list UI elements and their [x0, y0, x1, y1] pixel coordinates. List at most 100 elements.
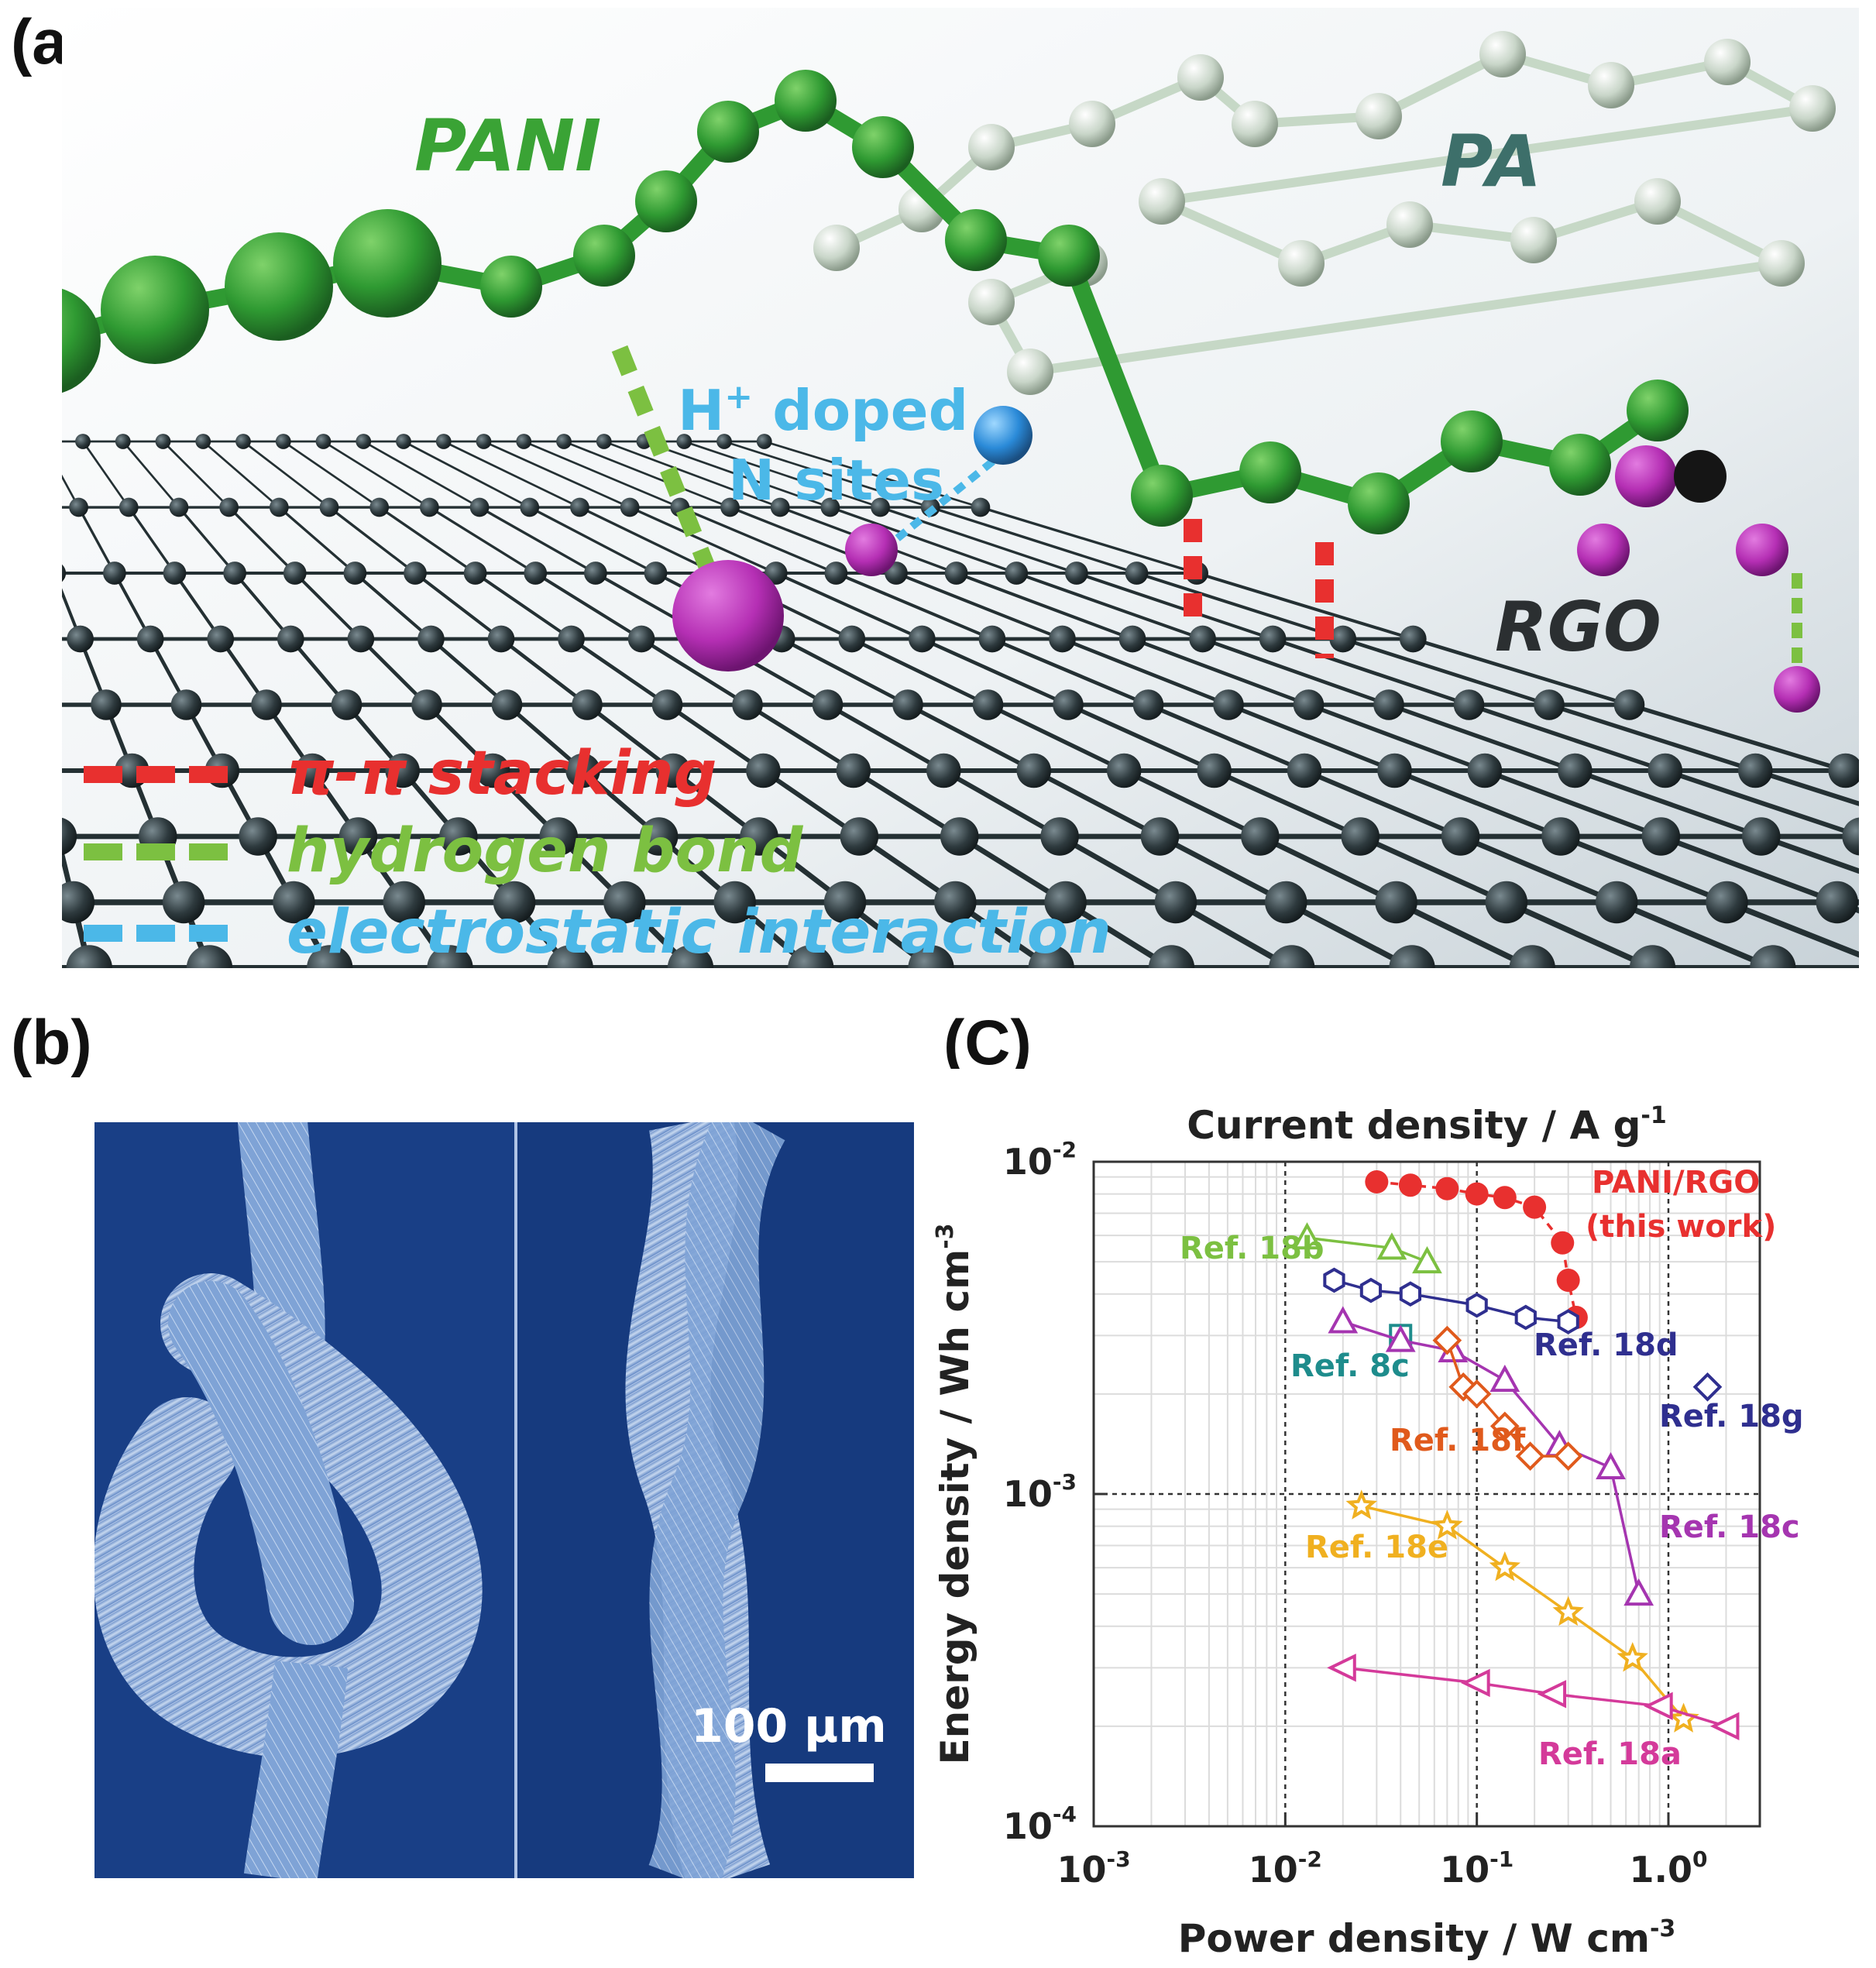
carbon-atom	[1558, 753, 1593, 788]
rgo-bond	[1201, 637, 1390, 707]
x-tick-label: 10-2	[1249, 1846, 1322, 1891]
n-site-atom	[974, 406, 1032, 465]
pa-atom	[1069, 101, 1115, 147]
pani-atom	[1348, 472, 1410, 534]
carbon-atom	[1189, 625, 1216, 653]
rgo-bond	[603, 440, 781, 509]
pa-atom	[1789, 85, 1836, 132]
rgo-bond	[1158, 834, 1287, 905]
carbon-atom	[871, 497, 890, 517]
carbon-atom	[524, 562, 548, 585]
pani-atom	[1441, 410, 1503, 472]
carbon-atom	[493, 881, 536, 924]
carbon-atom	[940, 817, 979, 856]
fiber-strand	[648, 1122, 785, 1878]
x-tick-label: 10-1	[1440, 1846, 1514, 1891]
pa-atom	[1386, 201, 1433, 248]
rgo-bond	[1272, 637, 1470, 707]
rgo-bond	[1015, 572, 1204, 641]
carbon-atom	[396, 434, 411, 449]
rgo-bond	[895, 572, 1063, 641]
x-axis-label-sup: -3	[1650, 1915, 1675, 1942]
carbon-atom	[162, 881, 205, 924]
annotation-ref-18d: Ref. 18d	[1534, 1327, 1678, 1363]
pa-atom	[1139, 178, 1185, 225]
carbon-atom	[812, 689, 844, 720]
tick-base: 10	[1440, 1849, 1489, 1891]
oxygen-atom	[1774, 666, 1820, 713]
carbon-atom	[1613, 689, 1645, 720]
carbon-atom	[275, 434, 291, 449]
electrostatic-line	[880, 450, 1006, 553]
carbon-atom	[235, 434, 251, 449]
carbon-atom	[91, 689, 122, 720]
carbon-atom	[347, 625, 375, 653]
rgo-bond	[1664, 768, 1859, 839]
panel-b-letter: (b)	[11, 1008, 92, 1078]
carbon-atom	[520, 497, 540, 517]
rgo-bond	[528, 506, 657, 575]
rgo-bond	[177, 506, 236, 575]
tick-exponent: -2	[1298, 1846, 1322, 1872]
data-point	[1552, 1595, 1584, 1626]
rgo-bond	[644, 440, 831, 509]
y-tick-label: 10-2	[1003, 1137, 1077, 1183]
carbon-atom	[1341, 817, 1380, 856]
data-point	[1461, 1668, 1490, 1698]
rgo-bond	[852, 768, 961, 839]
rgo-bond	[1548, 702, 1757, 773]
rgo-bond	[362, 440, 480, 509]
carbon-atom	[223, 562, 246, 585]
rgo-bond	[921, 637, 1069, 707]
carbon-atom	[307, 945, 353, 968]
carbon-atom	[909, 625, 936, 653]
fiber-strand	[168, 1281, 354, 1645]
data-point	[1489, 1411, 1520, 1441]
rgo-bond	[500, 637, 589, 706]
rgo-bond	[1303, 768, 1462, 839]
data-point	[1514, 1304, 1537, 1331]
rgo-bond	[1136, 572, 1344, 641]
rgo-bond	[723, 440, 931, 509]
data-point	[1596, 1451, 1626, 1480]
chart-title: Current density / A g-1	[1187, 1102, 1666, 1148]
rgo-bond	[62, 474, 80, 508]
rgo-bond	[1412, 637, 1630, 707]
fiber-strand	[243, 1661, 349, 1878]
data-point	[1515, 1441, 1545, 1471]
carbon-atom	[1329, 625, 1357, 653]
pa-atom	[1704, 39, 1751, 85]
carbon-atom	[404, 562, 427, 585]
rgo-bond	[929, 506, 1138, 575]
carbon-atom	[1132, 689, 1164, 720]
tick-exponent: 0	[1692, 1846, 1707, 1872]
carbon-atom	[66, 945, 112, 968]
data-point	[1551, 1231, 1575, 1255]
data-point	[1553, 1441, 1583, 1471]
rgo-bond	[955, 572, 1133, 641]
carbon-atom-black	[1674, 450, 1727, 503]
series-ref-18a	[1327, 1654, 1740, 1741]
pani-atom	[775, 70, 837, 132]
image-divider	[514, 1122, 517, 1878]
data-point	[1328, 1306, 1359, 1334]
rgo-bond	[378, 506, 476, 575]
carbon-atom	[972, 689, 1004, 720]
carbon-atom	[1737, 753, 1773, 788]
carbon-atom	[655, 753, 691, 788]
rgo-bond	[1754, 768, 1859, 806]
carbon-atom	[539, 817, 578, 856]
rgo-bond	[1393, 768, 1562, 839]
carbon-atom	[627, 625, 655, 653]
carbon-atom	[1259, 625, 1287, 653]
carbon-atom	[1706, 881, 1748, 924]
tick-base: 10	[1003, 1805, 1053, 1847]
carbon-atom	[1287, 753, 1322, 788]
carbon-atom	[639, 817, 679, 856]
rgo-bond	[77, 507, 116, 574]
carbon-atom	[207, 625, 235, 653]
carbon-atom	[836, 753, 871, 788]
annotation-pani-rgo: PANI/RGO	[1592, 1165, 1760, 1200]
carbon-atom	[570, 497, 589, 517]
